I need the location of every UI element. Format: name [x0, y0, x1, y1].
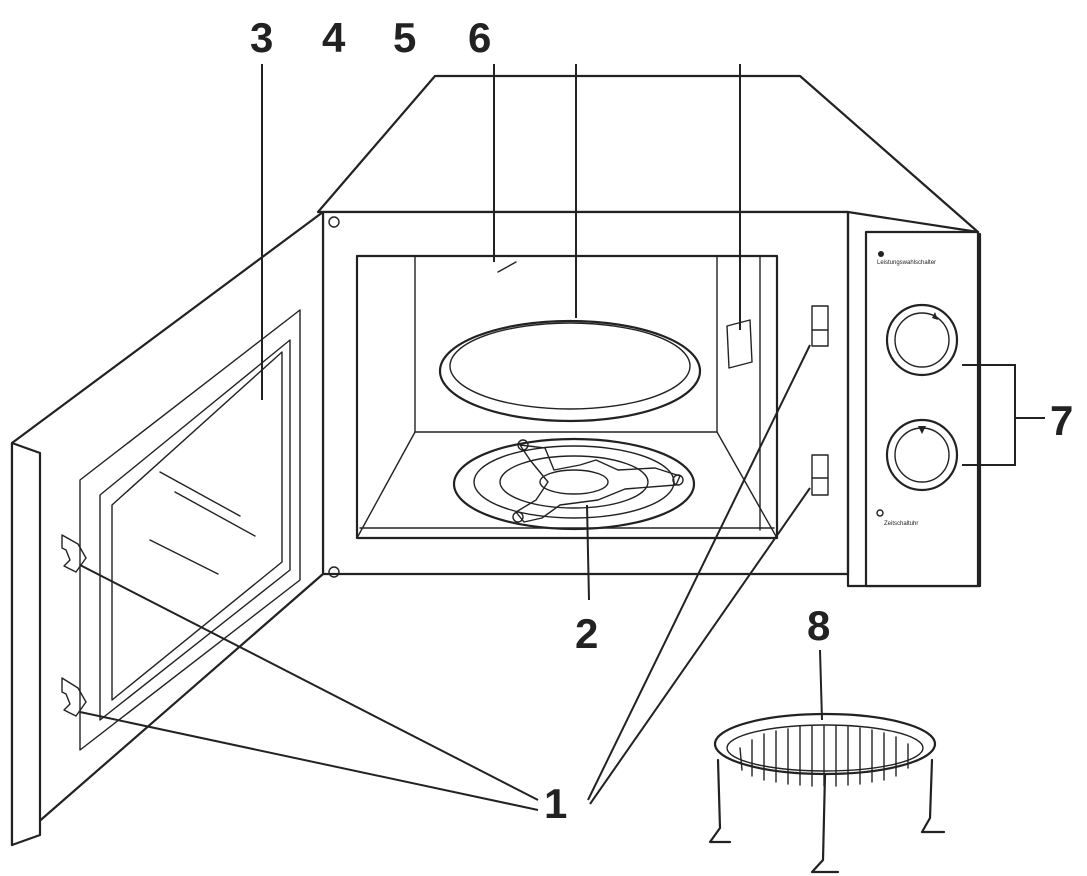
- callout-5: 5: [393, 14, 416, 61]
- callout-4: 4: [322, 14, 346, 61]
- timer-icon: [876, 509, 884, 517]
- callout-6: 6: [468, 14, 491, 61]
- callout-1: 1: [544, 780, 567, 827]
- grill-rack: [708, 712, 946, 874]
- control-panel: Leistungswahlschalter Zeitschaltuhr: [864, 230, 980, 588]
- timer-label: Zeitschaltuhr: [884, 521, 918, 527]
- power-icon: [878, 251, 884, 257]
- door-hook-lower: [61, 677, 87, 717]
- door-window: [111, 351, 283, 701]
- leader-lines: [79, 64, 1045, 811]
- door-lock-slot-upper: [811, 305, 829, 347]
- door-hook-upper: [61, 534, 87, 573]
- timer-knob[interactable]: [885, 418, 959, 492]
- power-selector-label: Leistungswahlschalter: [877, 260, 936, 266]
- roller-ring: [452, 437, 696, 531]
- power-knob[interactable]: [885, 303, 959, 377]
- callout-8: 8: [807, 602, 830, 649]
- callout-2: 2: [575, 610, 598, 657]
- door: [10, 210, 325, 847]
- waveguide-cover: [726, 319, 753, 369]
- callout-7: 7: [1050, 397, 1073, 444]
- callout-3: 3: [250, 14, 273, 61]
- glass-tray: [438, 319, 702, 423]
- door-lock-slot-lower: [811, 454, 829, 496]
